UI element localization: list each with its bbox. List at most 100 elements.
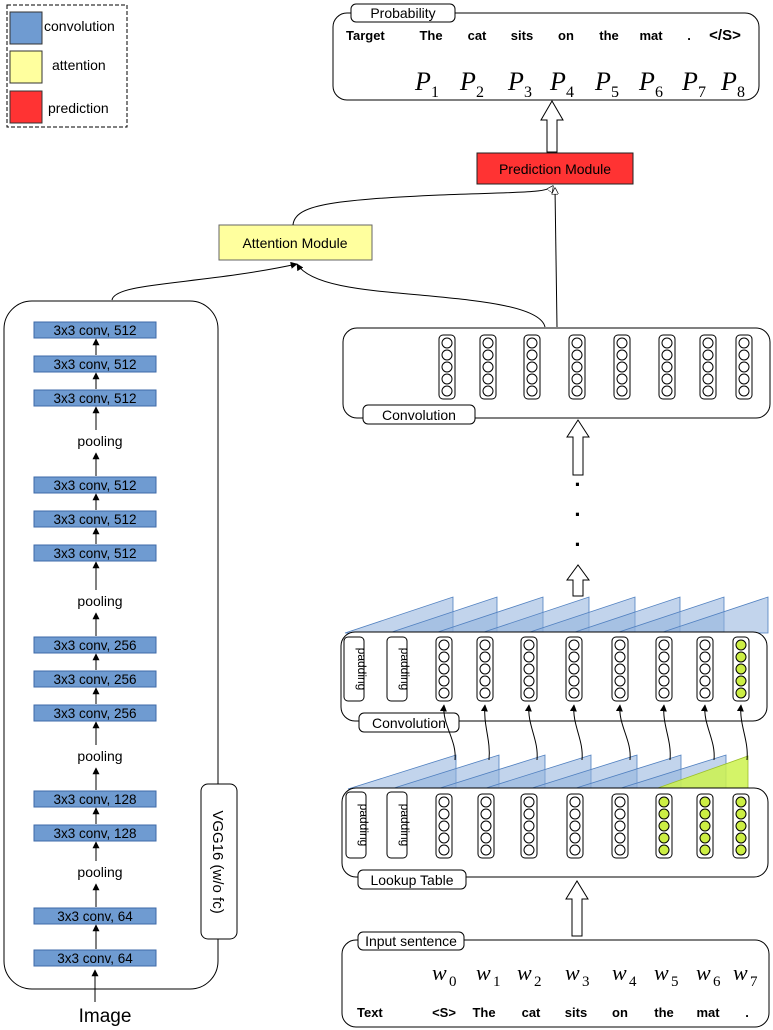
probability-subscript: 4	[566, 84, 574, 101]
neuron	[479, 639, 491, 651]
input-token: The	[472, 1005, 495, 1020]
vgg-conv-block: 3x3 conv, 512	[33, 355, 157, 373]
neuron	[523, 796, 535, 808]
image-input-label: Image	[79, 1006, 132, 1027]
neuron	[614, 844, 626, 856]
vgg-conv-label: 3x3 conv, 512	[53, 546, 136, 561]
hollow-arrow-to-probability	[540, 100, 564, 153]
probability-letter: P	[594, 67, 611, 96]
vgg-conv-label: 3x3 conv, 256	[53, 672, 136, 687]
vgg-conv-label: 3x3 conv, 256	[53, 706, 136, 721]
vgg-side-label: VGG16 (w/o fc)	[209, 810, 226, 913]
neuron	[616, 349, 628, 361]
neuron	[438, 687, 450, 699]
prediction-module: Prediction Module	[476, 152, 634, 185]
neuron	[614, 808, 626, 820]
lookup-padding-0: padding	[345, 791, 371, 859]
target-token: cat	[468, 28, 487, 43]
connection-curve	[480, 704, 490, 761]
neuron	[702, 385, 714, 397]
neuron	[699, 832, 711, 844]
neuron	[661, 361, 673, 373]
top-conv-column-6	[699, 334, 717, 400]
probability-subscript: 5	[611, 84, 619, 101]
mid-conv-column-3	[565, 636, 583, 702]
mid-conv-column-5	[655, 636, 673, 702]
attention-module-label: Attention Module	[242, 235, 347, 251]
probability-tab-label: Probability	[370, 5, 435, 21]
probability-letter: P	[414, 67, 431, 96]
neuron	[614, 687, 626, 699]
vgg-pooling-label: pooling	[77, 864, 122, 880]
neuron	[735, 844, 747, 856]
neuron	[658, 796, 670, 808]
neuron	[523, 651, 535, 663]
neuron	[523, 675, 535, 687]
legend-label-attention: attention	[52, 57, 106, 73]
neuron	[569, 844, 581, 856]
neuron	[441, 373, 453, 385]
vgg-layers: 3x3 conv, 512 3x3 conv, 512 3x3 conv, 512 p…	[33, 321, 157, 967]
vgg-conv-label: 3x3 conv, 512	[53, 323, 136, 338]
vgg-conv-block: 3x3 conv, 128	[33, 790, 157, 808]
lookup-column-4	[611, 793, 629, 859]
vgg-conv-rect	[33, 949, 157, 967]
top-conv-column-7	[735, 334, 753, 400]
neuron	[614, 820, 626, 832]
lookup-column-6	[696, 793, 714, 859]
mid-conv-tab	[358, 712, 460, 733]
hollow-arrow-to-lookup	[565, 880, 589, 937]
neuron	[482, 337, 494, 349]
mid-padding-0: padding	[343, 636, 369, 702]
neuron	[569, 820, 581, 832]
neuron	[526, 349, 538, 361]
padding-frame	[343, 636, 365, 702]
lookup-column-1	[477, 793, 495, 859]
top-conv-panel: Convolution	[342, 327, 771, 425]
word-subscript: 5	[671, 974, 679, 990]
target-token: mat	[639, 28, 663, 43]
top-conv-column-2	[523, 334, 541, 400]
neuron	[480, 844, 492, 856]
neuron	[571, 385, 583, 397]
vgg-conv-label: 3x3 conv, 128	[53, 826, 136, 841]
probability-letter: P	[681, 67, 698, 96]
top-conv-tab	[362, 404, 476, 425]
neuron	[616, 385, 628, 397]
neuron	[614, 675, 626, 687]
probability-tab	[350, 3, 456, 23]
neuron	[569, 832, 581, 844]
neuron	[441, 385, 453, 397]
mid-padding-1: padding	[386, 636, 412, 702]
target-token: the	[599, 28, 619, 43]
neuron	[479, 651, 491, 663]
neuron	[480, 832, 492, 844]
legend-swatch-prediction	[9, 90, 43, 124]
lookup-columns: padding padding	[345, 791, 750, 859]
lookup-column-0	[435, 793, 453, 859]
legend-label-convolution: convolution	[44, 18, 115, 34]
lookup-tab-label: Lookup Table	[370, 872, 453, 888]
legend-label-prediction: prediction	[48, 100, 109, 116]
probability-subscript: 7	[698, 84, 706, 101]
connection-curve	[439, 704, 456, 761]
vgg-conv-label: 3x3 conv, 512	[53, 478, 136, 493]
neuron	[479, 663, 491, 675]
neuron	[571, 373, 583, 385]
vgg-conv-block: 3x3 conv, 256	[33, 704, 157, 722]
vgg-conv-label: 3x3 conv, 512	[53, 391, 136, 406]
lookup-padding-1: padding	[386, 791, 412, 859]
vgg-conv-rect	[33, 510, 157, 528]
vgg-conv-rect	[33, 476, 157, 494]
vgg-conv-block: 3x3 conv, 64	[33, 907, 157, 925]
neuron	[699, 663, 711, 675]
